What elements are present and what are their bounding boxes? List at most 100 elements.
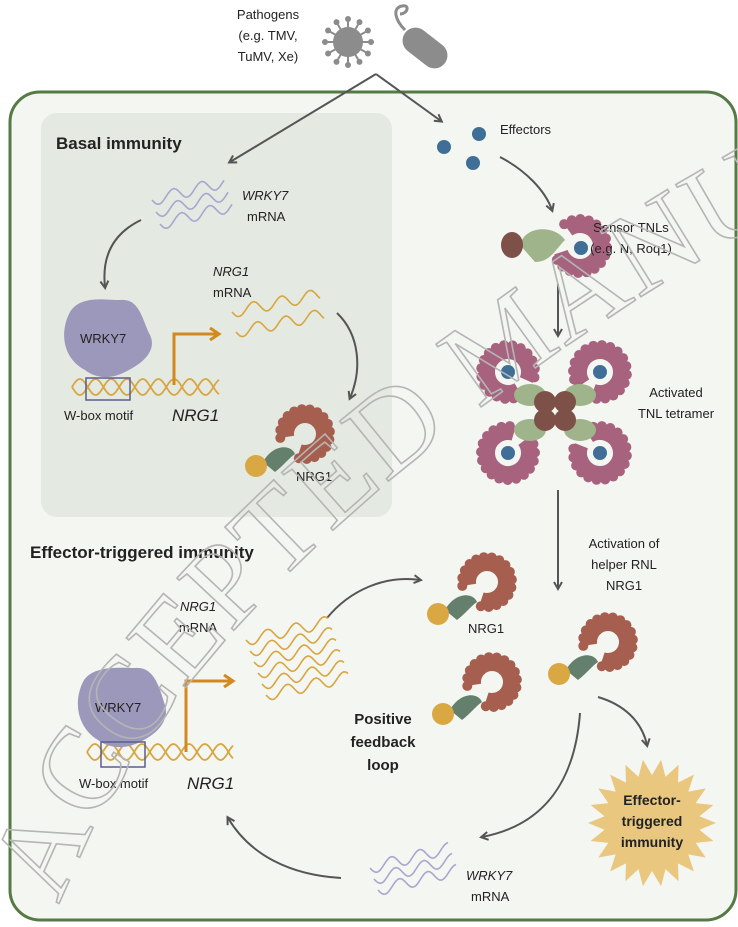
lrr-arc [462,557,512,607]
nrg1-nbd-domain [263,447,295,472]
nrg1-cc-domain [427,603,449,625]
mrna-strand [377,863,457,896]
nrg1-gene-label: NRG1 [172,406,219,425]
nrg1-gene-dna [71,378,220,396]
nrg1-lrr-domain [275,404,335,464]
activation-label-line-3: NRG1 [606,578,642,593]
tetramer-tir-domain [554,391,576,413]
lrr-arc [481,426,535,480]
lrr-arc [467,657,517,707]
effector-dots [437,127,486,170]
lrr-arc [554,219,607,273]
eti-nrg1-mrna-suffix: mRNA [179,620,218,635]
dna-strand [71,378,220,396]
mrna-strand [261,659,345,690]
activation-label-line-1: Activation of [589,536,660,551]
nrg1-lrr-domain [578,612,638,672]
pathogens-label: Pathogens (e.g. TMV, TuMV, Xe) [237,7,300,64]
w-box-motif-label: W-box motif [64,408,133,423]
tetramer-tir-domain [534,409,556,431]
pathogens-line-1: Pathogens [237,7,300,22]
activation-label-line-2: helper RNL [591,557,657,572]
sensor-label-line-2: (e.g. N, Roq1) [590,241,672,256]
eti-outcome-line-1: Effector- [623,792,681,808]
eti-title: Effector-triggered immunity [30,543,254,562]
virus-spike-tip [333,58,340,65]
bound-effector [593,446,607,460]
nrg1-nbd-domain [566,655,598,680]
eti-promoter-arrow [184,673,236,752]
wrky7-mrna-icon [151,179,233,230]
eti-outcome-line-2: triggered [622,813,683,829]
eti-wrky7-mrna-suffix: mRNA [471,889,510,904]
arrow-wrky7mrna-to-protein [104,219,142,287]
effector-dot [437,140,451,154]
promoter-arrow [172,326,222,385]
arrows [104,73,647,879]
virus-spike-tip [368,39,374,45]
lrr-arc [280,409,330,459]
tetramer-lrr-domain [476,340,540,404]
arrow-wrky7mrna-to-nrg1-gene [228,818,342,879]
eti-wrky7-mrna-icon [369,841,457,896]
bound-effector [501,446,515,460]
lrr-arc [481,345,535,399]
nrg1-protein [427,552,517,625]
mrna-strand [373,852,453,885]
nrg1-nbd-domain [450,695,482,720]
mrna-strand [369,841,449,874]
nrg1-mrna-icon [231,289,325,338]
virus-spike-tip [322,39,328,45]
virus-spike-tip [356,19,363,26]
wrky7-mrna-gene: WRKY7 [242,188,289,203]
arrow-effectors-to-sensor [499,156,552,210]
lrr-arc [573,345,627,399]
mrna-strand [231,289,321,318]
mrna-strand [249,626,333,657]
feedback-line-3: loop [367,757,399,774]
arrow-nrg1-to-eti [597,696,647,745]
feedback-line-1: Positive [354,711,412,728]
eti-wrky7-protein-shape [77,667,166,748]
nrg1-cc-domain [548,663,570,685]
mrna-strand [245,615,329,646]
feedback-line-2: feedback [350,734,416,751]
virus-spike-tip [325,50,332,57]
lrr-arc [573,426,627,480]
wrky7-mrna-suffix: mRNA [247,209,286,224]
eti-nrg1-protein-label: NRG1 [468,621,504,636]
mrna-strand [155,191,229,218]
wrky7-protein-shape [64,299,152,378]
tnl-tetramer-icon [476,340,632,485]
eti-wrky7-protein-label: WRKY7 [95,700,141,715]
effector-dot [466,156,480,170]
effectors-label: Effectors [500,122,552,137]
virus-spike-tip [333,19,340,26]
nrg1-mrna-gene: NRG1 [213,264,249,279]
virus-spike-tip [364,27,371,34]
nrg1-cc-domain [432,703,454,725]
eti-w-box-motif-box [100,741,146,768]
nrg1-protein-label: NRG1 [296,469,332,484]
tnl-tir-domain [501,232,523,258]
eti-w-box-motif-label: W-box motif [79,776,148,791]
eti-nrg1-mrna-icon [245,615,349,701]
virus-spike-tip [345,62,351,68]
eti-outcome-line-3: immunity [621,834,683,850]
dna-strand [71,378,220,396]
nrg1-nbd-domain [445,595,477,620]
tetramer-tir-domain [554,409,576,431]
sensor-tnl-icon [501,214,612,278]
pathogens-line-3: TuMV, Xe) [238,49,298,64]
eti-nrg1-proteins [427,552,638,725]
arrow-pathogen-to-basal [230,73,377,162]
bound-effector [501,365,515,379]
nrg1-protein-icon [245,404,335,477]
nrg1-lrr-domain [457,552,517,612]
mrna-strand [253,637,337,668]
tetramer-lrr-domain [568,421,632,485]
mrna-strand [159,203,233,230]
tetramer-lrr-domain [568,340,632,404]
wrky7-protein-label: WRKY7 [80,331,126,346]
nrg1-cc-domain [245,455,267,477]
